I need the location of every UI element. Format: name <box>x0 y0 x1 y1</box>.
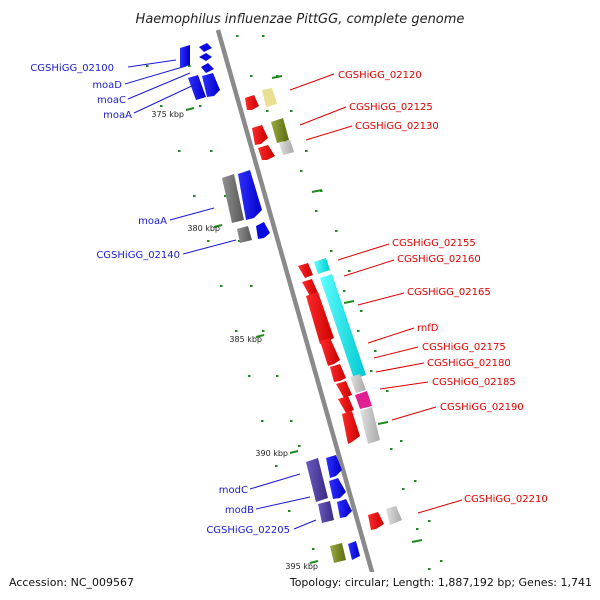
gene-moaA[interactable] <box>188 75 206 100</box>
left-leaders <box>124 59 317 530</box>
kbp-ticks <box>185 75 423 564</box>
kbp-label-395: 395 kbp <box>285 562 318 571</box>
kbp-label-375: 375 kbp <box>151 110 184 119</box>
label-moaA-top[interactable]: moaA <box>103 110 132 121</box>
gene-modB[interactable] <box>329 478 346 499</box>
gene-bottom-blue[interactable] <box>348 541 360 560</box>
gene-CGSHiGG_02185[interactable] <box>350 374 366 393</box>
gene-CGSHiGG_02160-2[interactable] <box>302 279 318 296</box>
label-CGSHiGG_02100[interactable]: CGSHiGG_02100 <box>30 63 114 74</box>
gene-CGSHiGG_02190[interactable] <box>338 396 354 413</box>
gene-CGSHiGG_02190-gray[interactable] <box>360 407 380 444</box>
gene-CGSHiGG_02190-magenta[interactable] <box>355 391 372 409</box>
gene-CGSHiGG_02210[interactable] <box>368 512 384 530</box>
kbp-label-380: 380 kbp <box>187 224 220 233</box>
label-CGSHiGG_02130[interactable]: CGSHiGG_02130 <box>355 121 439 132</box>
topology-text: Topology: circular; Length: 1,887,192 bp… <box>289 576 592 589</box>
gene-CGSHiGG_02205-2[interactable] <box>337 499 352 518</box>
gene-cluster-02210 <box>368 506 402 530</box>
gene-CGSHiGG_02160[interactable] <box>298 263 313 278</box>
accession-text: Accession: NC_009567 <box>9 576 134 589</box>
gene-CGSHiGG_02130[interactable] <box>271 118 289 143</box>
gene-CGSHiGG_02175[interactable] <box>320 338 340 366</box>
label-moaD[interactable]: moaD <box>92 80 122 91</box>
label-moaA[interactable]: moaA <box>138 216 167 227</box>
gene-moaC[interactable] <box>201 63 214 73</box>
gene-moaA-blue[interactable] <box>238 170 262 220</box>
label-CGSHiGG_02165[interactable]: CGSHiGG_02165 <box>407 287 491 298</box>
kbp-label-385: 385 kbp <box>229 335 262 344</box>
label-CGSHiGG_02180[interactable]: CGSHiGG_02180 <box>427 358 511 369</box>
gene-CGSHiGG_02165[interactable] <box>320 274 366 379</box>
gene-moaA-2[interactable] <box>202 73 220 97</box>
label-CGSHiGG_02140[interactable]: CGSHiGG_02140 <box>96 250 180 261</box>
label-CGSHiGG_02155[interactable]: CGSHiGG_02155 <box>392 238 476 249</box>
label-CGSHiGG_02125[interactable]: CGSHiGG_02125 <box>349 102 433 113</box>
label-modC[interactable]: modC <box>219 485 248 496</box>
gene-CGSHiGG_02190-2[interactable] <box>342 411 360 444</box>
label-CGSHiGG_02210[interactable]: CGSHiGG_02210 <box>464 494 548 505</box>
map-title: Haemophilus influenzae PittGG, complete … <box>136 12 465 27</box>
gene-CGSHiGG_02120[interactable] <box>245 95 259 110</box>
label-CGSHiGG_02160[interactable]: CGSHiGG_02160 <box>397 254 481 265</box>
gene-modC-2[interactable] <box>326 455 342 478</box>
gene-CGSHiGG_02140-2[interactable] <box>256 222 270 239</box>
gene-rnfD[interactable] <box>306 292 334 344</box>
gene-CGSHiGG_02140[interactable] <box>237 226 252 243</box>
label-CGSHiGG_02120[interactable]: CGSHiGG_02120 <box>338 70 422 81</box>
gene-CGSHiGG_02180[interactable] <box>330 364 346 382</box>
gene-CGSHiGG_02120-2[interactable] <box>262 88 277 107</box>
gene-CGSHiGG_02185-red[interactable] <box>336 381 352 398</box>
label-CGSHiGG_02190[interactable]: CGSHiGG_02190 <box>440 402 524 413</box>
gene-cluster-rnf <box>298 258 380 444</box>
gene-CGSHiGG_02100[interactable] <box>180 45 190 68</box>
gene-CGSHiGG_02210-gray[interactable] <box>386 506 402 525</box>
label-CGSHiGG_02175[interactable]: CGSHiGG_02175 <box>422 342 506 353</box>
gene-CGSHiGG_02130-red[interactable] <box>258 145 275 160</box>
gene-modC[interactable] <box>306 458 328 502</box>
label-CGSHiGG_02205[interactable]: CGSHiGG_02205 <box>206 525 290 536</box>
gene-CGSHiGG_02130-gray[interactable] <box>279 140 294 155</box>
gene-moaA-gray[interactable] <box>222 174 244 223</box>
gene-cluster-02120-02130 <box>245 88 294 160</box>
gene-CGSHiGG_02125[interactable] <box>252 125 268 145</box>
gene-cluster-moaA-02140 <box>222 170 270 243</box>
gene-moaD[interactable] <box>199 43 212 52</box>
footer-bar <box>0 572 600 600</box>
gene-bottom-olive[interactable] <box>330 543 346 563</box>
label-CGSHiGG_02185[interactable]: CGSHiGG_02185 <box>432 377 516 388</box>
gene-moaD-2[interactable] <box>199 53 212 61</box>
label-rnfD[interactable]: rnfD <box>417 323 439 334</box>
kbp-label-390: 390 kbp <box>255 449 288 458</box>
genome-backbone <box>215 29 383 600</box>
label-moaC[interactable]: moaC <box>97 95 126 106</box>
gene-CGSHiGG_02205[interactable] <box>318 501 334 523</box>
gene-cluster-moa <box>180 43 220 100</box>
label-modB[interactable]: modB <box>225 505 254 516</box>
gene-CGSHiGG_02155[interactable] <box>314 258 330 274</box>
right-leaders <box>289 73 463 514</box>
